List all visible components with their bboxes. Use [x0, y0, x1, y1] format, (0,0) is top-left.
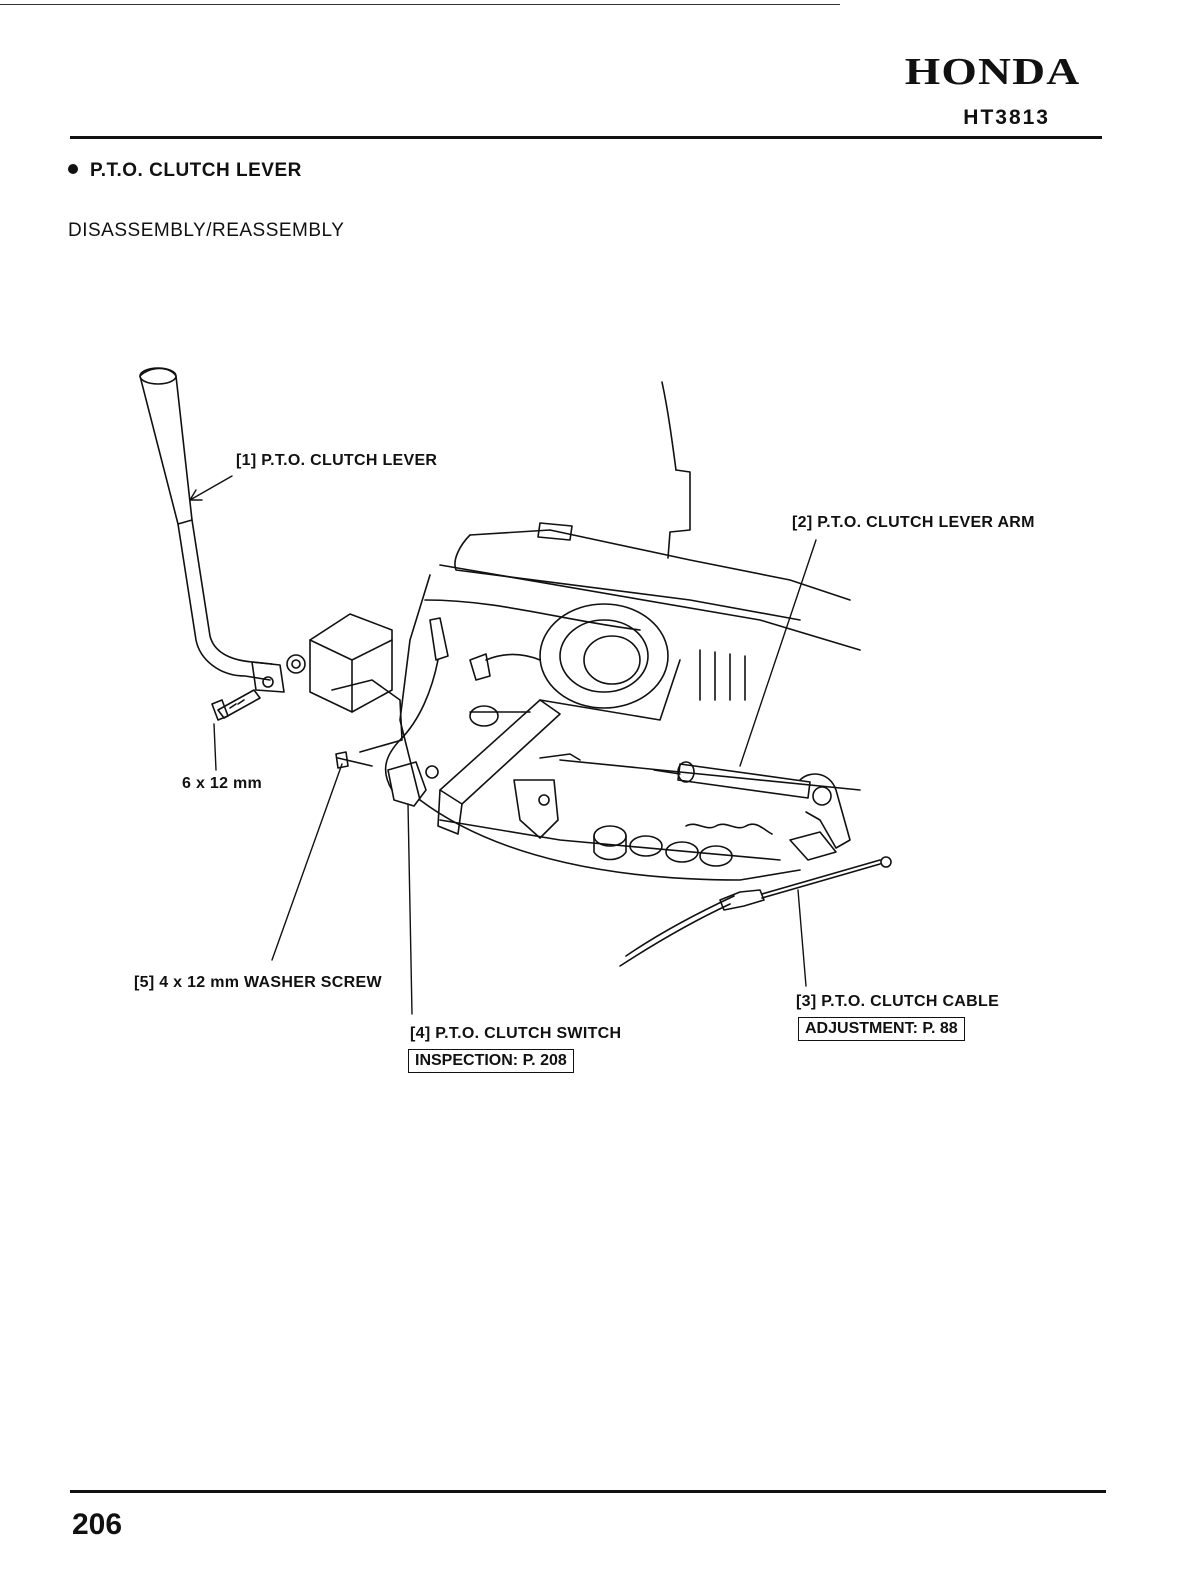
- callout-washer-screw: [5] 4 x 12 mm WASHER SCREW: [134, 974, 382, 992]
- callout-pto-clutch-lever-arm: [2] P.T.O. CLUTCH LEVER ARM: [792, 514, 1035, 532]
- cable-rod-drawing: [678, 762, 850, 860]
- pto-lever-drawing: [140, 368, 305, 692]
- lever-arm-drawing: [438, 700, 580, 838]
- callout-bolt-size: 6 x 12 mm: [182, 775, 262, 793]
- switch-inspection-reference: INSPECTION: P. 208: [408, 1049, 574, 1073]
- pulley-housing: [540, 604, 680, 720]
- callout-pto-clutch-cable: [3] P.T.O. CLUTCH CABLE: [796, 993, 999, 1011]
- page-number: 206: [72, 1508, 122, 1542]
- bolt-6x12-drawing: [212, 690, 260, 720]
- cable-adjustment-reference: ADJUSTMENT: P. 88: [798, 1017, 965, 1041]
- tractor-frame: [400, 382, 860, 880]
- mount-bracket: [310, 614, 402, 752]
- callout-pto-clutch-lever: [1] P.T.O. CLUTCH LEVER: [236, 452, 437, 470]
- footer-rule: [70, 1490, 1106, 1493]
- leader-lines: [190, 476, 816, 1014]
- callout-pto-clutch-switch: [4] P.T.O. CLUTCH SWITCH: [410, 1025, 621, 1043]
- cable-drawing: [620, 857, 891, 966]
- lower-drive-details: [594, 826, 732, 866]
